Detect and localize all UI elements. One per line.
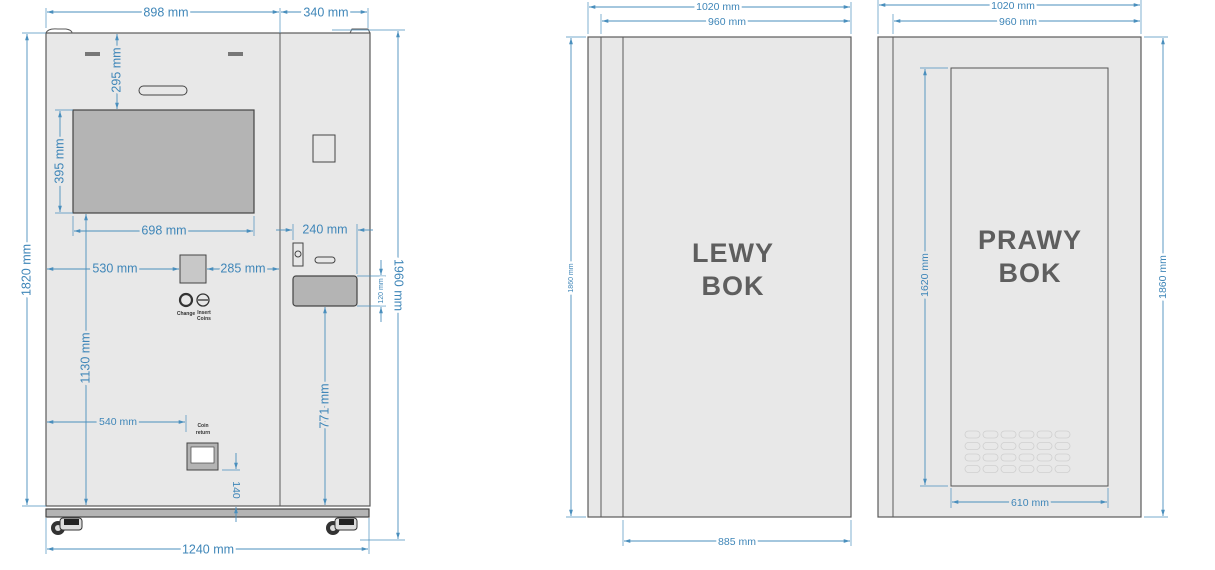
dim-left-panel-width: 885 mm	[718, 536, 756, 548]
vent-slot	[1054, 465, 1071, 473]
vent-slot	[1036, 453, 1053, 462]
vent-slot	[982, 453, 999, 462]
vent-slot	[982, 465, 999, 473]
left-side-title: LEWY	[692, 238, 774, 268]
dim-left-inner-width: 960 mm	[708, 16, 746, 28]
caster-wheel-right-icon	[326, 517, 358, 535]
coin-return-label-2: return	[196, 430, 210, 436]
vent-slot	[1054, 453, 1071, 462]
dim-coin-left: 530 mm	[92, 261, 137, 275]
card-reader	[312, 134, 336, 163]
dim-body-height: 1820 mm	[19, 244, 33, 296]
right-side-title: PRAWY	[978, 225, 1082, 255]
coins-label: Coins	[197, 316, 211, 322]
insert-label: Insert	[197, 310, 211, 316]
vent-slot	[1054, 442, 1071, 450]
change-label: Change	[177, 311, 196, 317]
pickup-tray	[292, 275, 358, 307]
change-button	[178, 292, 194, 308]
left-side-title-2: BOK	[702, 271, 765, 301]
vent-slot	[964, 430, 981, 439]
vent-slot	[1018, 465, 1035, 473]
vent-slot	[1018, 453, 1035, 462]
dim-tray-bottom: 771 mm	[317, 383, 331, 428]
speaker-grille-left-icon	[85, 52, 100, 56]
left-side-view: LEWY BOK 1020 mm 960 mm 1860 mm 885 mm	[565, 0, 852, 550]
right-side-view: PRAWY BOK 1020 mm 960 mm 1620 mm 610 mm …	[877, 0, 1171, 518]
dim-right-height: 1860 mm	[1157, 255, 1169, 299]
speaker-grille-right-icon	[228, 52, 243, 56]
dim-door-width: 610 mm	[1011, 497, 1049, 509]
side-door	[950, 67, 1109, 487]
top-cap-left	[45, 28, 73, 34]
dim-total-width: 1240 mm	[182, 542, 234, 556]
dim-coin-return-offset: 540 mm	[99, 416, 137, 428]
dim-coin-return-height: 140	[230, 481, 242, 499]
vent-slot	[1018, 430, 1035, 439]
vent-slot	[1054, 430, 1071, 439]
vent-slot	[1018, 442, 1035, 450]
dim-total-height: 1960 mm	[392, 259, 406, 311]
vent-slot	[1000, 430, 1017, 439]
touch-screen	[72, 109, 255, 214]
dim-screen-top: 295 mm	[109, 47, 123, 92]
left-side-panel	[587, 36, 852, 518]
vent-slot	[964, 453, 981, 462]
dim-front-width: 898 mm	[143, 5, 188, 19]
vent-slot	[982, 442, 999, 450]
front-view: Change Insert Coins Coin return 898 mm 3…	[17, 3, 408, 559]
vent-slot	[1036, 465, 1053, 473]
top-cap-right	[349, 28, 371, 34]
dim-module-inner-width: 240 mm	[302, 222, 347, 236]
dim-screen-bottom: 1130 mm	[78, 332, 92, 383]
coin-return-label: Coin	[197, 423, 208, 429]
vent-slot	[964, 442, 981, 450]
right-side-title-2: BOK	[999, 258, 1062, 288]
vent-slot	[1000, 465, 1017, 473]
dim-right-outer-width: 1020 mm	[991, 0, 1035, 12]
vent-slot	[1036, 442, 1053, 450]
lock	[292, 242, 304, 267]
vent-slot	[1000, 442, 1017, 450]
dim-left-outer-width: 1020 mm	[696, 1, 740, 13]
slot	[314, 256, 336, 264]
caster-wheel-left-icon	[51, 517, 83, 535]
vent-slot	[964, 465, 981, 473]
vent-grid	[964, 430, 1071, 473]
card-slot	[138, 85, 188, 96]
dim-screen-width: 698 mm	[141, 223, 186, 237]
vent-slot	[982, 430, 999, 439]
coin-acceptor	[179, 254, 207, 284]
dim-right-inner-width: 960 mm	[999, 16, 1037, 28]
dim-module-width: 340 mm	[303, 5, 348, 19]
base-plinth	[45, 508, 370, 518]
dim-coin-right: 285 mm	[220, 261, 265, 275]
dim-left-height: 1860 mm	[568, 263, 575, 292]
vent-slot	[1000, 453, 1017, 462]
dim-screen-height: 395 mm	[52, 138, 66, 183]
dim-door-height: 1620 mm	[919, 253, 931, 297]
vent-slot	[1036, 430, 1053, 439]
dim-tray-height: 120 mm	[378, 278, 385, 303]
